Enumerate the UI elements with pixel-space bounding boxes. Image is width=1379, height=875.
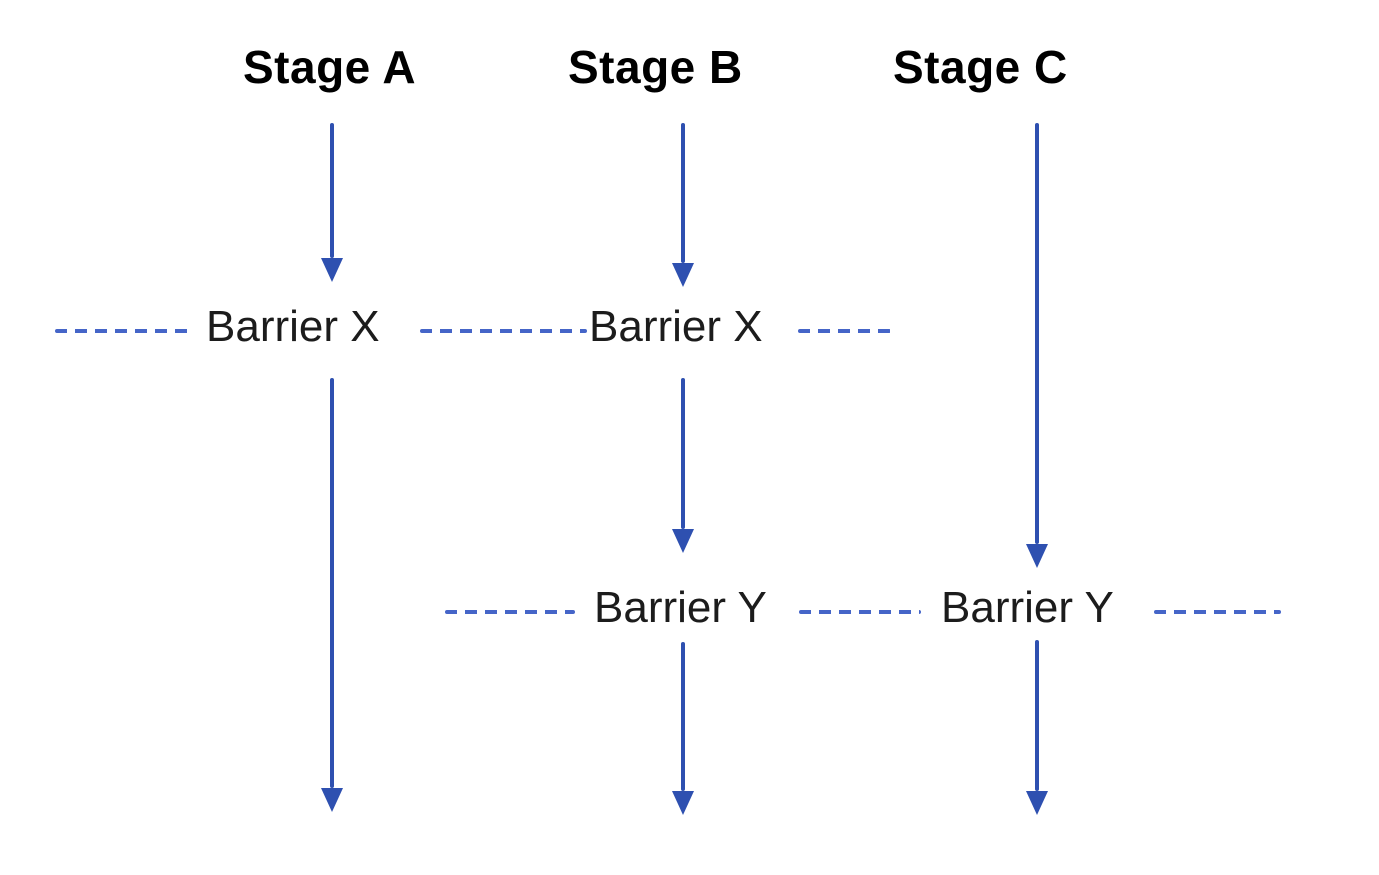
barrier-y-label-1: Barrier Y [594, 583, 767, 632]
stage-c-arrow-shaft-1 [1035, 123, 1039, 544]
stage-c-label: Stage C [893, 41, 1068, 93]
stage-a-arrow-shaft-2 [330, 378, 334, 788]
stage-a-arrow-shaft-1 [330, 123, 334, 258]
barrier-x-dashed-line-segment-1 [55, 329, 190, 333]
stage-b-label: Stage B [568, 41, 743, 93]
stage-b-arrow-shaft-2 [681, 378, 685, 529]
stage-a-arrowhead-icon-1 [321, 258, 343, 282]
barrier-x-dashed-line-segment-3 [798, 329, 891, 333]
stage-a-arrowhead-icon-2 [321, 788, 343, 812]
barrier-y-label-2: Barrier Y [941, 583, 1114, 632]
barrier-x-label-1: Barrier X [206, 302, 380, 351]
stage-c-arrow-shaft-2 [1035, 640, 1039, 791]
barrier-y-dashed-line-segment-1 [445, 610, 575, 614]
stage-b-arrowhead-icon-3 [672, 791, 694, 815]
stage-b-arrow-shaft-3 [681, 642, 685, 791]
barrier-x-dashed-line-segment-2 [420, 329, 587, 333]
stage-a-label: Stage A [243, 41, 417, 93]
barrier-y-dashed-line-segment-3 [1154, 610, 1281, 614]
barrier-x-label-2: Barrier X [589, 302, 763, 351]
stage-b-arrow-shaft-1 [681, 123, 685, 263]
barrier-y-dashed-line-segment-2 [799, 610, 921, 614]
stage-b-arrowhead-icon-2 [672, 529, 694, 553]
stage-c-arrowhead-icon-2 [1026, 791, 1048, 815]
stage-c-arrowhead-icon-1 [1026, 544, 1048, 568]
stage-b-arrowhead-icon-1 [672, 263, 694, 287]
